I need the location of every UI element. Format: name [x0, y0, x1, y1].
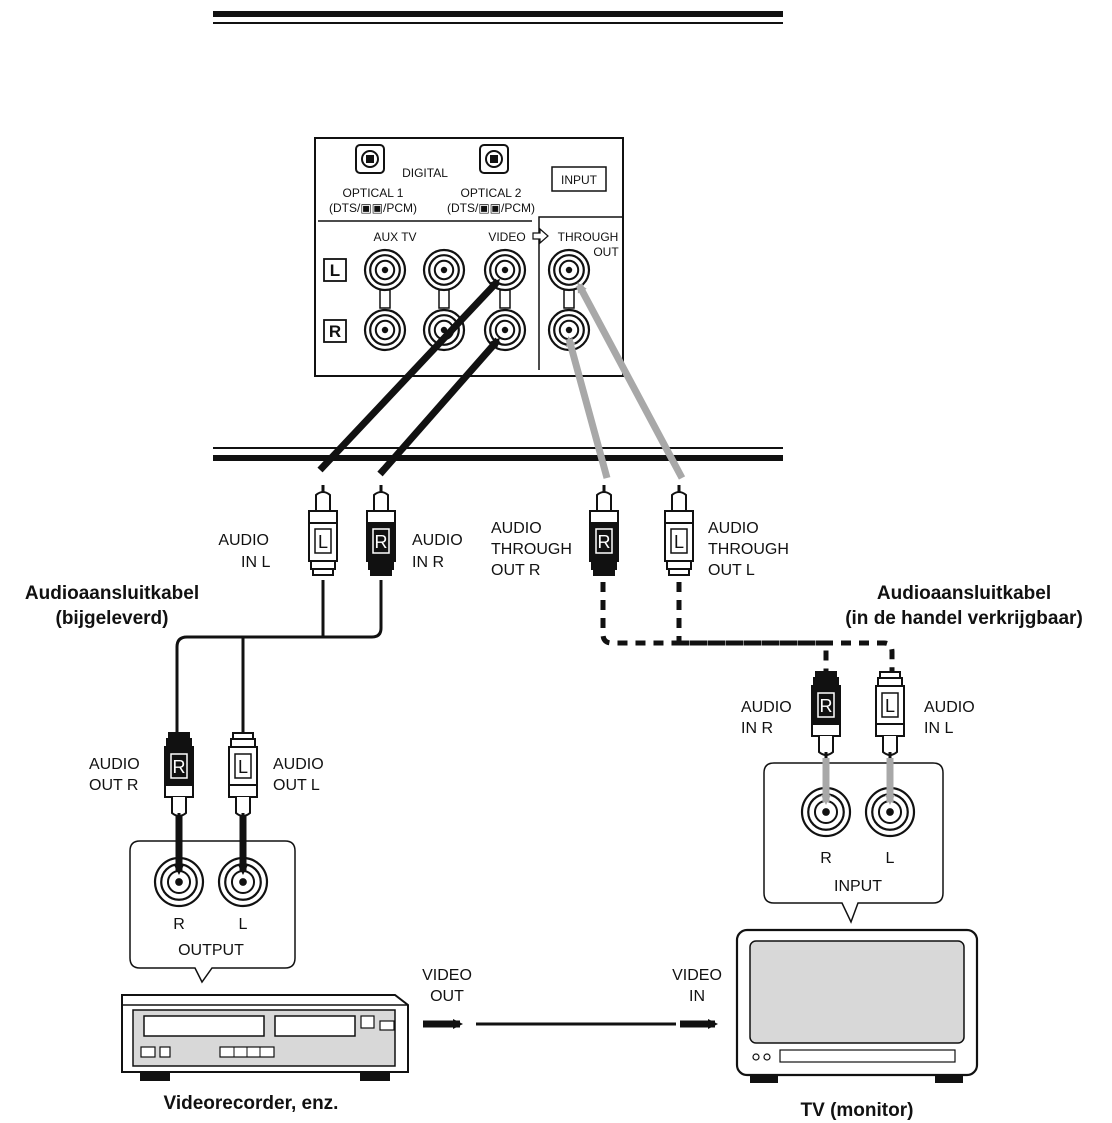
through-label: THROUGH — [558, 230, 619, 244]
vcr-jack-r — [153, 856, 205, 908]
commercial-cable — [565, 282, 895, 674]
plug-vcr-out-l: L — [228, 732, 258, 825]
plug-audio-in-r: R — [366, 485, 396, 576]
tv-jack-callout: R L INPUT — [763, 758, 944, 924]
plug-vcr-out-r: R — [164, 732, 194, 825]
receiver-panel: DIGITAL DIGITAL OPTICAL 1 (DTS/▣▣/PCM) O… — [314, 137, 624, 377]
cable-in-r-arrow — [377, 337, 501, 477]
commercial-cable-title: Audioaansluitkabel — [877, 583, 1051, 604]
row-r-label: R — [329, 322, 341, 341]
optical-1-sublabel: (DTS/▣▣/PCM) — [329, 201, 417, 215]
video-out-label-1: VIDEO — [422, 967, 472, 984]
row-r-box — [323, 319, 347, 343]
plug-label-vcr-l-2: OUT L — [273, 777, 320, 794]
plug-audio-in-l: L — [308, 485, 338, 576]
plug-label-vcr-l-1: AUDIO — [273, 756, 324, 773]
plug-tv-in-r: R — [811, 671, 841, 764]
out-label: OUT — [593, 245, 619, 259]
plug-label-vcr-r-2: OUT R — [89, 777, 138, 794]
optical-2-sublabel: (DTS/▣▣/PCM) — [447, 201, 535, 215]
digital-label: DIGITAL — [402, 166, 448, 180]
plug-through-out-r-letter: R — [598, 532, 611, 552]
video-in-label-2: IN — [689, 988, 705, 1005]
plug-tv-in-l-letter: L — [885, 696, 895, 716]
plug-label-thr-l-1: AUDIO — [708, 520, 759, 537]
plug-label-thr-r-2: THROUGH — [491, 541, 572, 558]
aux-r-jack — [363, 308, 407, 352]
tv-input-label: INPUT — [834, 878, 882, 895]
row-l-box — [323, 258, 347, 282]
plug-label-in-r-2: IN R — [412, 554, 444, 571]
tv-jack-r — [800, 786, 852, 838]
cable-through-r-arrow — [565, 336, 611, 479]
video-in-label-1: VIDEO — [672, 967, 722, 984]
plug-label-thr-l-3: OUT L — [708, 562, 755, 579]
tv-jacks — [800, 758, 916, 838]
optical-2-label: OPTICAL 2 — [461, 186, 522, 200]
vcr-device — [121, 994, 409, 1081]
plug-through-out-l-letter: L — [674, 532, 684, 552]
plug-label-in-r-1: AUDIO — [412, 532, 463, 549]
through-arrow-icon — [532, 227, 549, 245]
plug-tv-in-l: L — [875, 671, 905, 764]
plug-through-out-r: R — [589, 485, 619, 576]
plug-label-tv-r-2: IN R — [741, 720, 773, 737]
row-l-label: L — [330, 261, 340, 280]
plug-vcr-out-r-letter: R — [173, 757, 186, 777]
plug-label-tv-r-1: AUDIO — [741, 699, 792, 716]
plug-audio-in-r-letter: R — [375, 532, 388, 552]
middle-rule — [213, 447, 783, 461]
tv-jack-l-label: L — [886, 850, 895, 867]
video-l-jack — [483, 248, 527, 292]
optical-1-connector — [355, 144, 385, 174]
optical-1-label: OPTICAL 1 — [343, 186, 404, 200]
plug-vcr-out-l-letter: L — [238, 757, 248, 777]
supplied-cable-title: Audioaansluitkabel — [25, 583, 199, 604]
tv-caption: TV (monitor) — [801, 1100, 914, 1121]
plug-audio-in-l-letter: L — [318, 532, 328, 552]
tv-jack-r-label: R — [820, 850, 832, 867]
supplied-cable — [175, 278, 501, 735]
plug-through-out-l: L — [664, 485, 694, 576]
tv-device — [735, 928, 979, 1083]
aux-tv-label: AUX TV — [373, 230, 416, 244]
video-link: VIDEO OUT VIDEO IN — [422, 967, 722, 1029]
commercial-cable-subtitle: (in de handel verkrijgbaar) — [845, 608, 1083, 629]
video-out-label-2: OUT — [430, 988, 464, 1005]
video-label: VIDEO — [488, 230, 525, 244]
tv-l-jack — [422, 248, 466, 292]
tv-jack-l — [864, 786, 916, 838]
plug-label-thr-l-2: THROUGH — [708, 541, 789, 558]
optical-2-connector — [479, 144, 509, 174]
plug-label-thr-r-3: OUT R — [491, 562, 540, 579]
vcr-jack-r-label: R — [173, 916, 185, 933]
top-rule — [213, 11, 783, 24]
tv-r-jack — [422, 308, 466, 352]
plug-label-in-l-2: IN L — [241, 554, 270, 571]
vcr-jack-l-label: L — [239, 916, 248, 933]
cable-through-l-arrow — [575, 282, 686, 480]
plug-label-tv-l-1: AUDIO — [924, 699, 975, 716]
plug-labels: AUDIO IN L AUDIO IN R AUDIO THROUGH OUT … — [89, 520, 975, 794]
supplied-cable-subtitle: (bijgeleverd) — [56, 608, 169, 629]
aux-l-jack — [363, 248, 407, 292]
vcr-output-label: OUTPUT — [178, 942, 244, 959]
plug-label-vcr-r-1: AUDIO — [89, 756, 140, 773]
plug-label-tv-l-2: IN L — [924, 720, 953, 737]
plug-label-in-l-1: AUDIO — [218, 532, 269, 549]
cable-in-l-arrow — [317, 278, 501, 473]
input-box — [551, 166, 607, 192]
through-l-jack — [547, 248, 591, 292]
vcr-caption: Videorecorder, enz. — [164, 1093, 339, 1114]
vcr-jack-callout: R L OUTPUT — [129, 815, 296, 984]
plug-tv-in-r-letter: R — [820, 696, 833, 716]
vcr-jacks — [153, 815, 269, 908]
input-box-label: INPUT — [561, 173, 598, 187]
plug-label-thr-r-1: AUDIO — [491, 520, 542, 537]
